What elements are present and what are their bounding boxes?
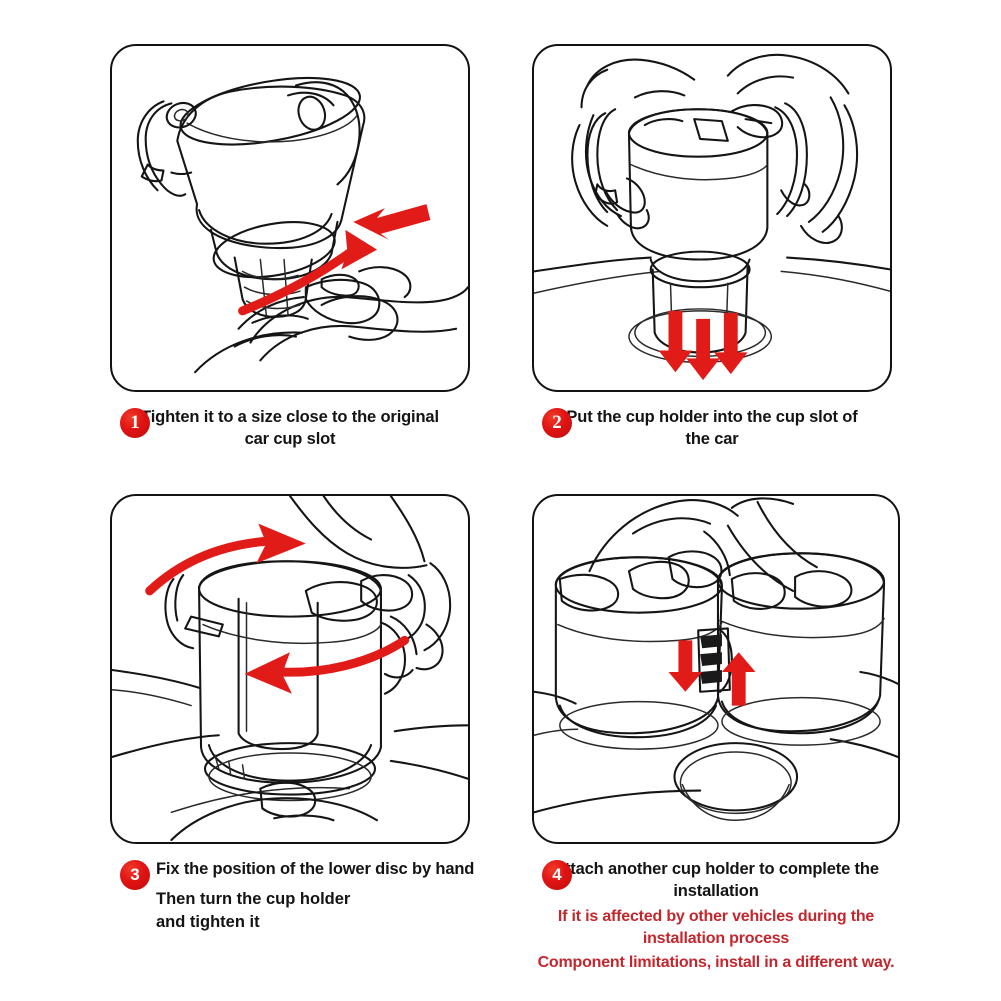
attach-arrow-down bbox=[668, 640, 703, 692]
attach-arrow-up bbox=[721, 652, 756, 706]
attach-second-holder-drawing bbox=[534, 497, 898, 821]
rotate-holder-drawing bbox=[112, 496, 468, 842]
twist-base-drawing bbox=[136, 77, 468, 374]
step-4: 4 Attach another cup holder to complete … bbox=[532, 494, 900, 971]
insert-arrow-down-2 bbox=[686, 318, 720, 381]
step-4-warning-line-1: If it is affected by other vehicles duri… bbox=[557, 907, 875, 947]
rotation-arrow-right bbox=[145, 523, 306, 596]
step-number-badge-4: 4 bbox=[542, 860, 572, 890]
step-3-caption-line-3: and tighten it bbox=[156, 912, 260, 931]
rotation-arrow-left bbox=[244, 635, 410, 694]
step-1: 1 Tighten it to a size close to the orig… bbox=[110, 44, 470, 464]
step-2-caption-text: Put the cup holder into the cup slot of … bbox=[566, 408, 858, 449]
step-number-badge-1: 1 bbox=[120, 408, 150, 438]
step-3: 3 Fix the position of the lower disc by … bbox=[110, 494, 474, 954]
step-2: 2 Put the cup holder into the cup slot o… bbox=[532, 44, 892, 464]
step-4-warning-line-2: Component limitations, install in a diff… bbox=[537, 953, 895, 971]
step-3-illustration-panel bbox=[110, 494, 470, 844]
insert-arrow-down-3 bbox=[713, 312, 748, 375]
rotation-arrow-curved bbox=[238, 229, 377, 316]
step-3-caption-line-1: Fix the position of the lower disc by ha… bbox=[156, 860, 475, 878]
step-4-caption-line-1: Attach another cup holder to complete th… bbox=[553, 860, 879, 901]
insert-arrow-down-1 bbox=[658, 310, 693, 373]
step-2-illustration-panel bbox=[532, 44, 892, 392]
step-3-caption: 3 Fix the position of the lower disc by … bbox=[110, 858, 474, 933]
step-3-caption-line-2: Then turn the cup holder bbox=[156, 890, 351, 909]
step-1-caption-text: Tighten it to a size close to the origin… bbox=[141, 408, 439, 449]
step-2-caption: 2 Put the cup holder into the cup slot o… bbox=[532, 406, 892, 451]
step-number-badge-2: 2 bbox=[542, 408, 572, 438]
step-number-badge-3: 3 bbox=[120, 860, 150, 890]
step-4-caption: 4 Attach another cup holder to complete … bbox=[532, 858, 900, 974]
step-4-illustration-panel bbox=[532, 494, 900, 844]
step-1-illustration-panel bbox=[110, 44, 470, 392]
insert-into-slot-drawing bbox=[534, 53, 890, 381]
direction-arrow-left bbox=[353, 204, 431, 240]
step-1-caption: 1 Tighten it to a size close to the orig… bbox=[110, 406, 470, 451]
